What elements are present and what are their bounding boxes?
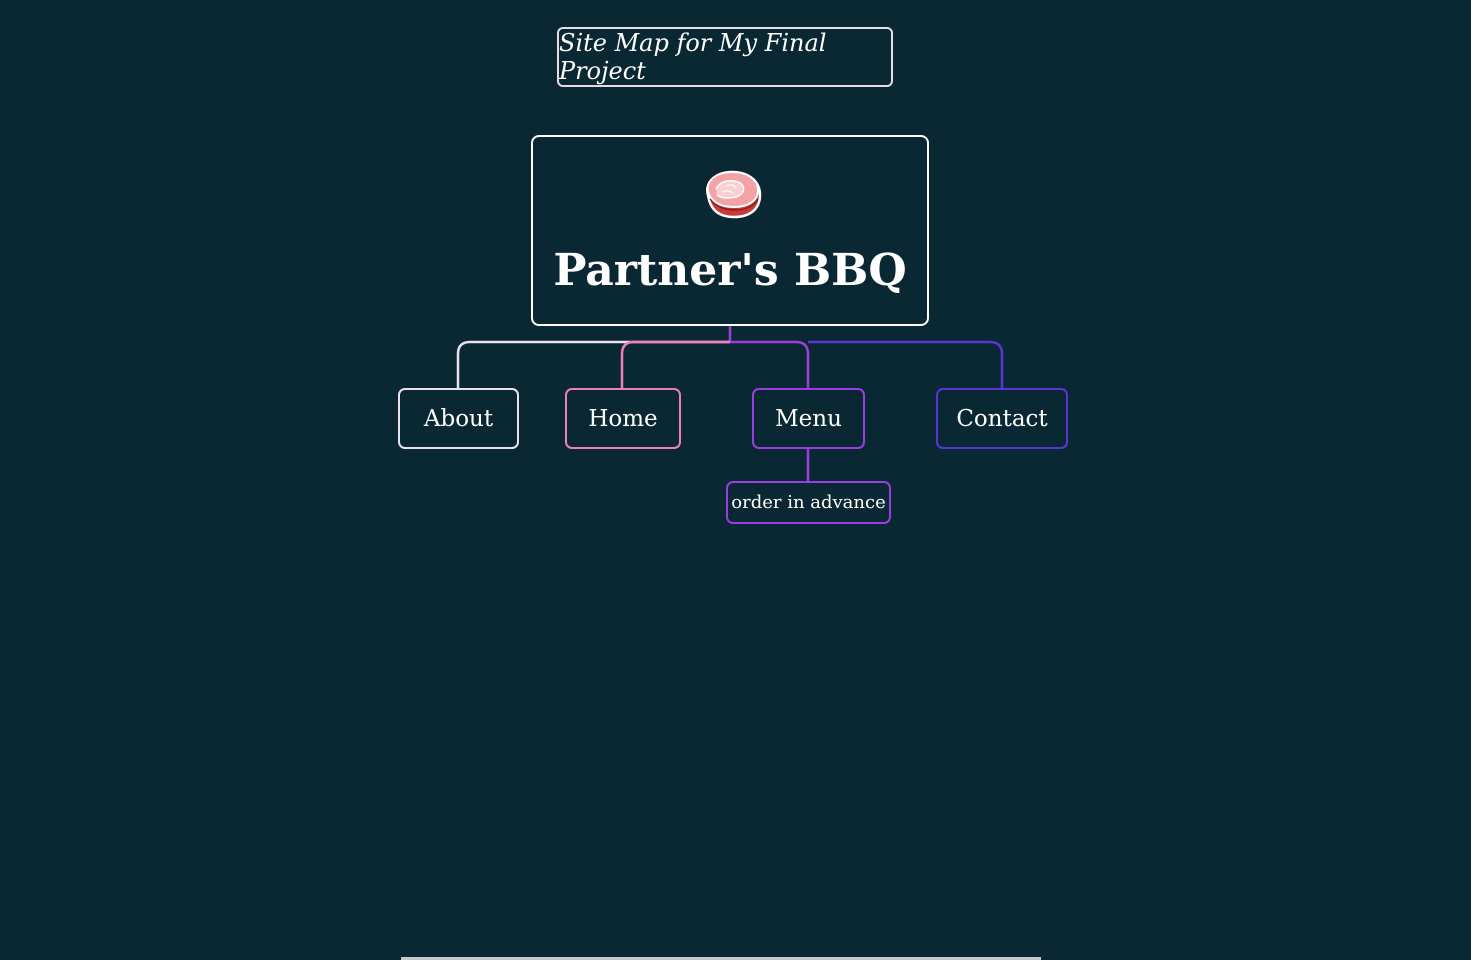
sitemap-title: Site Map for My Final Project xyxy=(557,27,893,87)
root-title: Partner's BBQ xyxy=(553,245,907,296)
about-connector xyxy=(456,340,730,388)
page-node-label: Menu xyxy=(775,405,842,432)
subpage-node-order-in-advance[interactable]: order in advance xyxy=(726,481,891,524)
steak-icon xyxy=(705,170,762,219)
menu-connector xyxy=(730,340,810,388)
page-node-label: Contact xyxy=(956,405,1048,432)
page-node-label: About xyxy=(423,405,494,432)
page-node-home[interactable]: Home xyxy=(565,388,681,449)
subpage-node-label: order in advance xyxy=(731,492,886,513)
page-node-label: Home xyxy=(588,405,658,432)
contact-connector xyxy=(808,340,1004,388)
home-connector xyxy=(620,340,730,388)
page-node-menu[interactable]: Menu xyxy=(752,388,865,449)
horizontal-scrollbar[interactable] xyxy=(401,957,1041,960)
page-node-about[interactable]: About xyxy=(398,388,519,449)
sitemap-title-text: Site Map for My Final Project xyxy=(559,29,827,85)
root-node[interactable]: Partner's BBQ xyxy=(531,135,929,326)
page-node-contact[interactable]: Contact xyxy=(936,388,1068,449)
